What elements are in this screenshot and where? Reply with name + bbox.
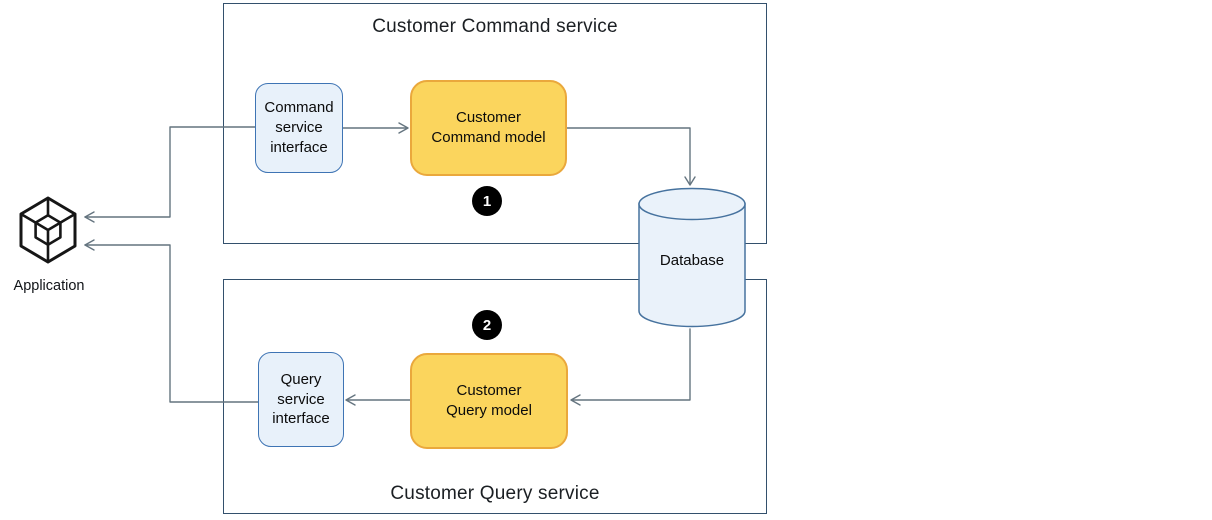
command-service-interface-node: Command service interface	[255, 83, 343, 173]
step-2-badge: 2	[472, 310, 502, 340]
database-cylinder-icon	[638, 187, 746, 328]
arrow-command-model-to-database	[566, 127, 691, 185]
arrow-database-to-query-model	[571, 328, 691, 401]
application-label: Application	[13, 278, 85, 294]
arrowhead-to-application-bottom	[84, 239, 95, 251]
application-icon	[19, 196, 77, 264]
step-1-badge-number: 1	[482, 192, 492, 210]
query-service-interface-node: Query service interface	[258, 352, 344, 447]
arrowhead-to-database	[684, 176, 696, 186]
query-service-interface-label: Query service interface	[272, 370, 330, 428]
arrow-command-interface-to-application	[84, 126, 257, 218]
query-service-title: Customer Query service	[390, 483, 600, 504]
arrowhead-to-command-model	[398, 122, 409, 134]
customer-command-model-node: Customer Command model	[410, 80, 567, 176]
customer-query-model-node: Customer Query model	[410, 353, 568, 449]
step-2-badge-number: 2	[482, 316, 492, 334]
database-label: Database	[659, 252, 725, 269]
arrowhead-to-query-model	[570, 394, 581, 406]
command-service-title: Customer Command service	[372, 16, 618, 37]
command-service-box: Customer Command service	[223, 3, 767, 244]
query-service-box: Customer Query service	[223, 279, 767, 514]
arrowhead-to-application-top	[84, 211, 95, 223]
command-service-interface-label: Command service interface	[264, 99, 334, 156]
customer-query-model-label: Customer Query model	[446, 382, 532, 419]
arrow-query-interface-to-application	[84, 244, 259, 403]
arrowhead-to-query-interface	[345, 394, 356, 406]
customer-command-model-label: Customer Command model	[431, 109, 546, 146]
step-1-badge: 1	[472, 186, 502, 216]
